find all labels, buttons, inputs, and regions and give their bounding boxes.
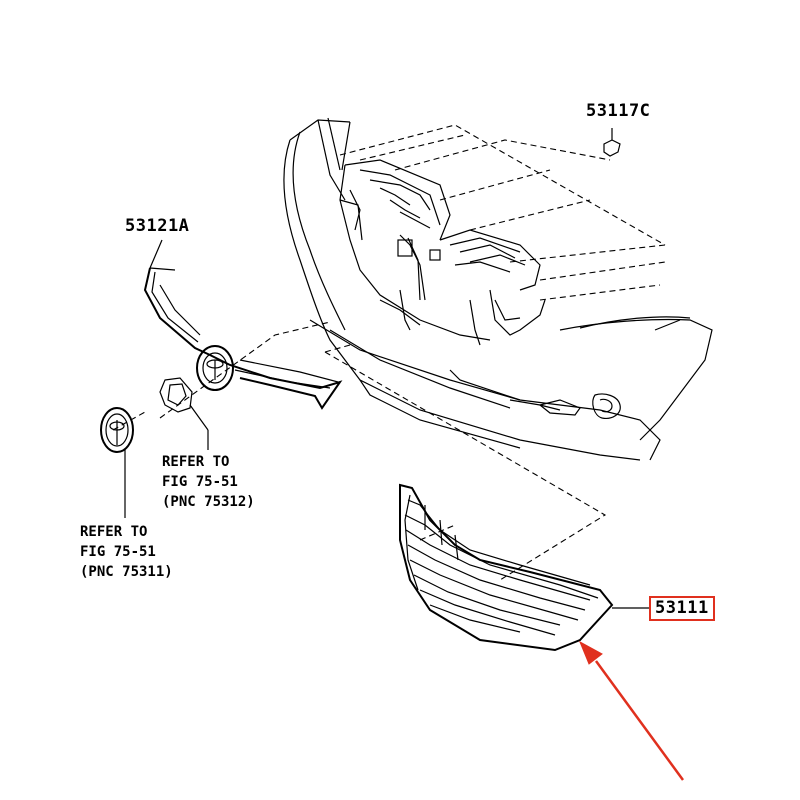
red-pointer-arrow <box>579 640 685 781</box>
lower-emblem <box>100 407 134 518</box>
radiator-support <box>339 159 546 346</box>
reference-line: REFER TO <box>162 454 230 470</box>
upper-emblem <box>196 345 234 391</box>
label-53117c: 53117C <box>586 101 651 121</box>
reference-emblem-upper: REFER TO FIG 75-51 (PNC 75312) <box>162 452 255 512</box>
reference-line: FIG 75-51 <box>80 544 156 560</box>
bumper-outline <box>283 117 713 461</box>
label-53121a: 53121A <box>125 216 190 236</box>
reference-line: FIG 75-51 <box>162 474 238 490</box>
clip-part <box>603 128 621 157</box>
assembly-lines <box>112 124 666 581</box>
label-53111: 53111 <box>655 598 709 618</box>
reference-emblem-lower: REFER TO FIG 75-51 (PNC 75311) <box>80 522 173 582</box>
label-53111-highlight: 53111 <box>649 596 715 621</box>
grille-part <box>399 483 650 652</box>
reference-line: REFER TO <box>80 524 148 540</box>
reference-line: (PNC 75311) <box>80 564 173 580</box>
emblem-base <box>159 377 209 450</box>
upper-molding-part <box>143 239 343 410</box>
reference-line: (PNC 75312) <box>162 494 255 510</box>
